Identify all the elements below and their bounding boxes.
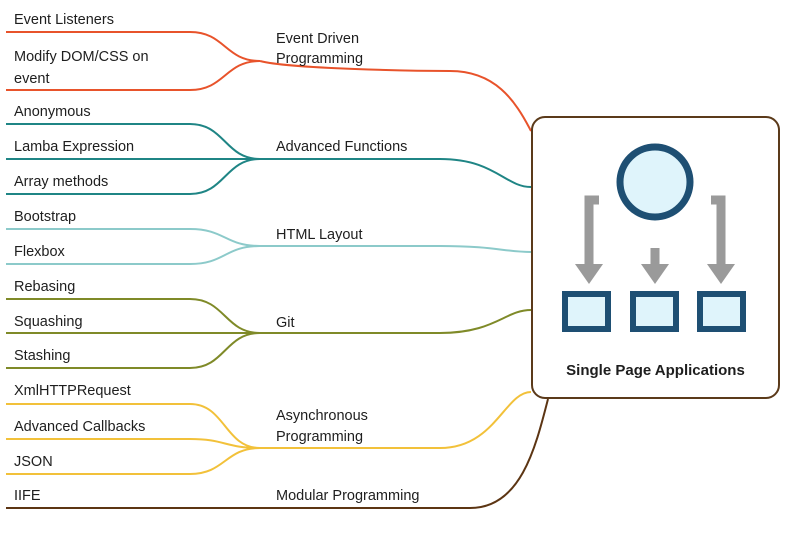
- leaf-stashing: Stashing: [14, 346, 70, 366]
- branch-git: Git: [276, 313, 295, 333]
- branch-asynchronous-programming: Asynchronous Programming: [276, 406, 368, 448]
- connector-git-leaf-1: [6, 298, 261, 334]
- leaf-label: Event Listeners: [14, 12, 114, 28]
- leaf-xmlhttprequest: XmlHTTPRequest: [14, 381, 131, 401]
- leaf-label: Rebasing: [14, 279, 76, 295]
- top-node-circle: [616, 143, 694, 221]
- connector-git-leaf-3: [6, 332, 261, 369]
- leaf-label: Bootstrap: [14, 209, 77, 225]
- connector-event-driven-leaf-2: [6, 60, 261, 91]
- leaf-label: XmlHTTPRequest: [14, 383, 131, 399]
- leaf-label: Flexbox: [14, 244, 65, 260]
- right-arrowhead: [707, 264, 735, 284]
- leaf-label: Array methods: [14, 174, 109, 190]
- leaf-label: JSON: [14, 454, 53, 470]
- branch-label-line: Programming: [276, 51, 364, 67]
- connector-async-to-center: [260, 391, 532, 449]
- branch-modular-programming: Modular Programming: [276, 486, 419, 506]
- page-square-right: [697, 291, 746, 332]
- leaf-iife: IIFE: [14, 486, 41, 506]
- central-topic-box: [531, 116, 780, 399]
- connector-advanced-functions-leaf-1: [6, 123, 261, 160]
- leaf-label: Anonymous: [14, 104, 91, 120]
- page-square-left: [562, 291, 611, 332]
- branch-advanced-functions: Advanced Functions: [276, 137, 407, 157]
- leaf-anonymous: Anonymous: [14, 102, 91, 122]
- page-square-middle: [630, 291, 679, 332]
- connector-async-leaf-3: [6, 447, 261, 475]
- leaf-modify-dom-css: Modify DOM/CSS on event: [14, 46, 149, 90]
- leaf-event-listeners: Event Listeners: [14, 10, 114, 30]
- leaf-json: JSON: [14, 452, 53, 472]
- leaf-bootstrap: Bootstrap: [14, 207, 76, 227]
- connector-async-leaf-1: [6, 403, 261, 449]
- central-topic-title: Single Page Applications: [566, 362, 745, 379]
- branch-label-line: Asynchronous: [276, 408, 368, 424]
- connector-event-driven-to-center: [259, 60, 532, 132]
- leaf-flexbox: Flexbox: [14, 242, 65, 262]
- leaf-squashing: Squashing: [14, 312, 83, 332]
- connector-html-layout-leaf-2: [6, 245, 261, 265]
- connector-modular-to-center: [260, 398, 549, 509]
- right-arrow-shaft: [711, 195, 726, 266]
- leaf-label-line: Modify DOM/CSS on: [14, 49, 149, 65]
- branch-label-line: Advanced Functions: [276, 139, 408, 155]
- connector-html-layout-leaf-1: [6, 228, 261, 247]
- branch-label-line: Modular Programming: [276, 488, 420, 504]
- leaf-label: Advanced Callbacks: [14, 419, 146, 435]
- left-arrow-shaft: [584, 195, 599, 266]
- branch-event-driven-programming: Event Driven Programming: [276, 29, 363, 69]
- branch-label-line: Programming: [276, 429, 364, 445]
- branch-label-line: Event Driven: [276, 31, 360, 47]
- connector-event-driven-leaf-1: [6, 31, 261, 62]
- branch-label-line: HTML Layout: [276, 227, 363, 243]
- leaf-advanced-callbacks: Advanced Callbacks: [14, 417, 145, 437]
- branch-label-line: Git: [276, 315, 295, 331]
- leaf-label: Stashing: [14, 348, 71, 364]
- leaf-label: IIFE: [14, 488, 41, 504]
- middle-arrowhead: [641, 264, 669, 284]
- leaf-rebasing: Rebasing: [14, 277, 75, 297]
- left-arrowhead: [575, 264, 603, 284]
- connector-advanced-functions-leaf-3: [6, 158, 261, 195]
- connector-async-leaf-2: [6, 438, 261, 449]
- leaf-label: Lamba Expression: [14, 139, 135, 155]
- spa-hierarchy-icon: [562, 143, 746, 332]
- connector-advanced-functions-to-center: [260, 158, 532, 188]
- connector-html-layout-to-center: [260, 245, 532, 253]
- leaf-array-methods: Array methods: [14, 172, 108, 192]
- connector-git-to-center: [260, 309, 532, 334]
- leaf-label-line: event: [14, 71, 50, 87]
- leaf-label: Squashing: [14, 314, 83, 330]
- leaf-lamba-expression: Lamba Expression: [14, 137, 134, 157]
- branch-html-layout: HTML Layout: [276, 225, 363, 245]
